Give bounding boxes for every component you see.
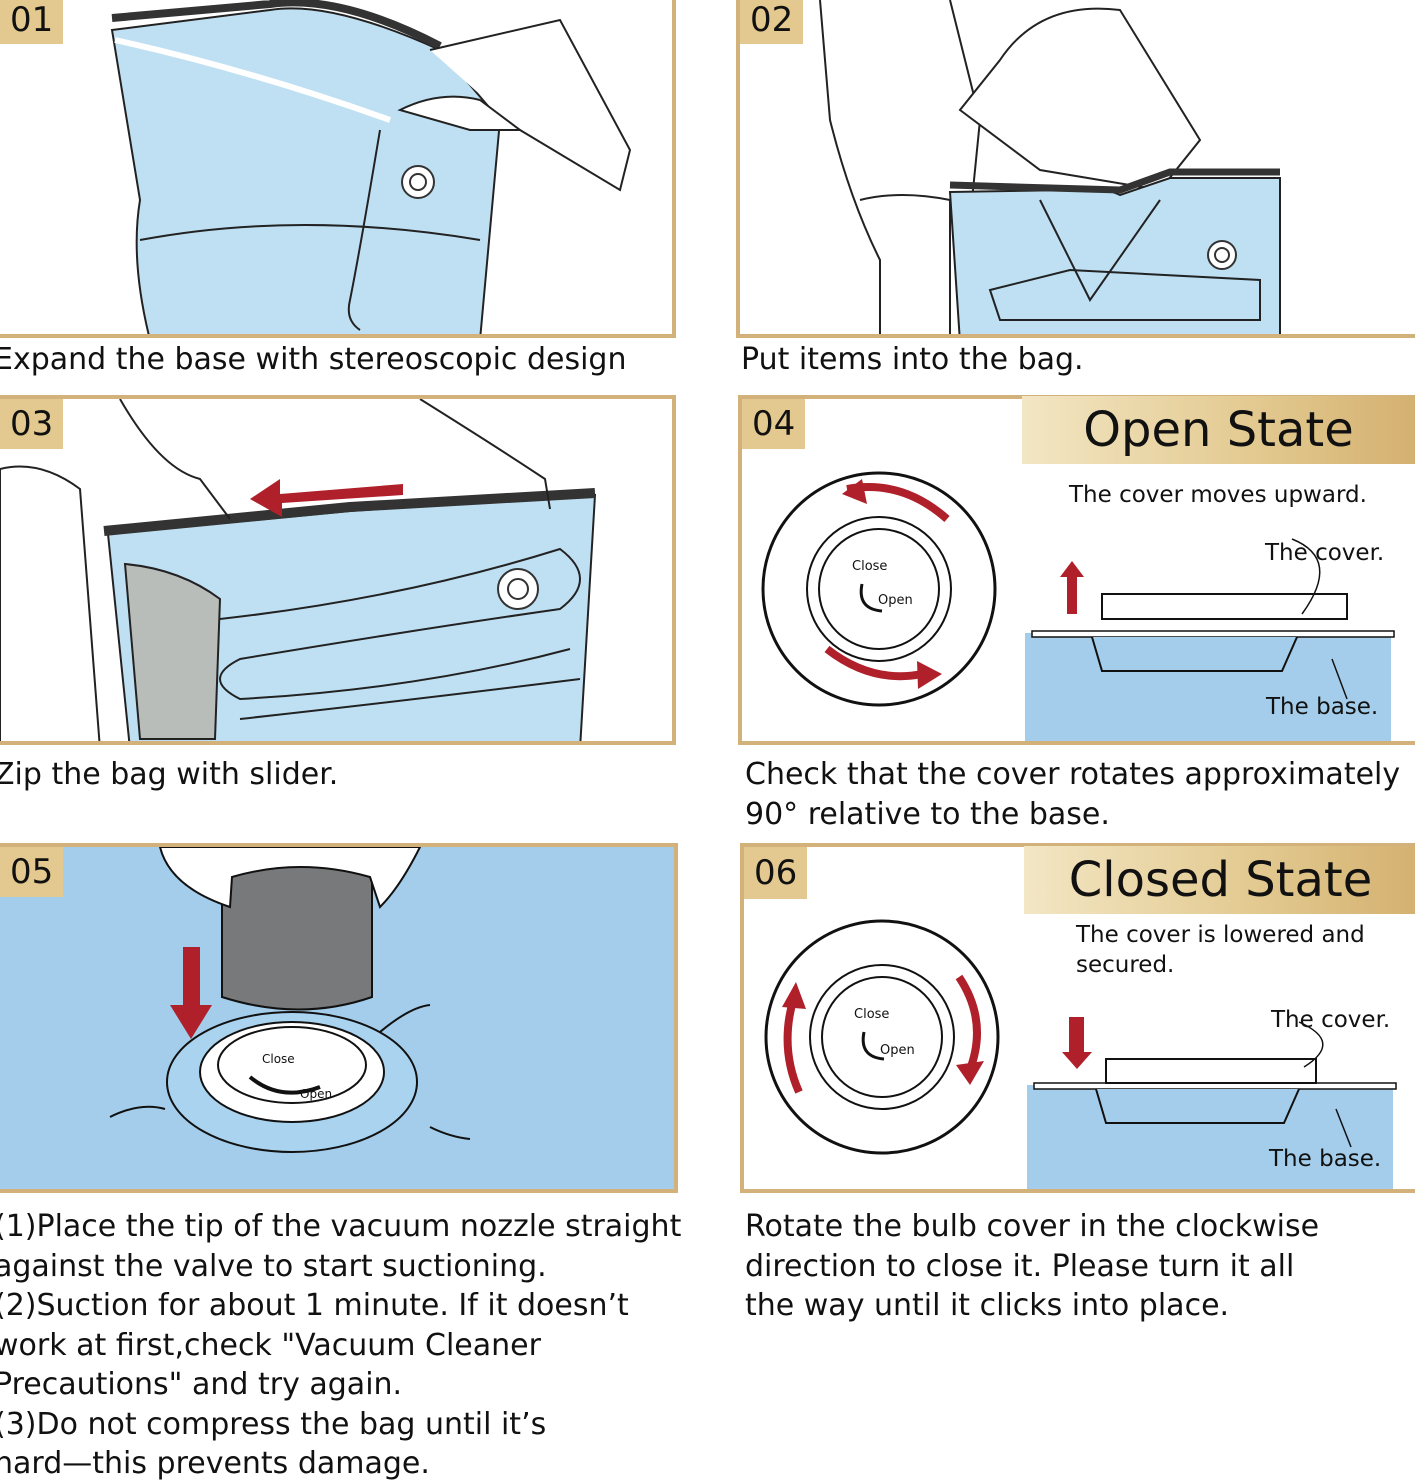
open-state-cover-label: The cover.	[1265, 540, 1385, 566]
closed-state-cover-label: The cover.	[1271, 1007, 1391, 1033]
step-06-caption: Rotate the bulb cover in the clockwise d…	[745, 1209, 1320, 1323]
step-02-illustration: 02	[736, 0, 1415, 338]
put-items-illustration	[819, 0, 1281, 334]
closed-state-description: The cover is lowered and secured.	[1076, 922, 1365, 978]
step-05-caption: (1)Place the tip of the vacuum nozzle st…	[0, 1209, 682, 1481]
open-state-base-label: The base.	[1266, 694, 1379, 720]
bag-expand-illustration	[110, 0, 632, 334]
closed-state-title: Closed State	[1024, 846, 1415, 914]
step-badge: 05	[0, 847, 64, 897]
step-badge: 04	[742, 399, 806, 449]
valve-open-label: Open	[878, 593, 913, 608]
step-badge: 02	[740, 0, 804, 44]
step-04-caption: Check that the cover rotates approximate…	[745, 757, 1401, 832]
valve-open-label: Open	[880, 1043, 915, 1058]
step-03-illustration: 03	[0, 395, 676, 745]
valve-close-label: Close	[262, 1052, 295, 1066]
step-02-caption: Put items into the bag.	[741, 342, 1084, 377]
step-03-caption: Zip the bag with slider.	[0, 757, 339, 792]
valve-close-label: Close	[852, 559, 888, 574]
step-badge: 06	[744, 847, 808, 899]
open-state-title: Open State	[1022, 396, 1415, 464]
closed-state-base-label: The base.	[1269, 1146, 1382, 1172]
step-badge: 03	[0, 399, 64, 449]
valve-closed-diagram	[764, 919, 1397, 1189]
zip-bag-illustration	[0, 399, 597, 741]
step-01-caption: Expand the base with stereoscopic design	[0, 342, 627, 377]
vacuum-nozzle-illustration	[0, 847, 674, 1189]
valve-open-diagram	[761, 471, 1395, 741]
open-state-description: The cover moves upward.	[1069, 482, 1367, 508]
step-05-illustration: 05 Close Open	[0, 843, 678, 1193]
step-badge: 01	[0, 0, 64, 44]
step-01-illustration: 01	[0, 0, 676, 338]
valve-open-label: Open	[300, 1087, 333, 1101]
valve-close-label: Close	[854, 1007, 890, 1022]
